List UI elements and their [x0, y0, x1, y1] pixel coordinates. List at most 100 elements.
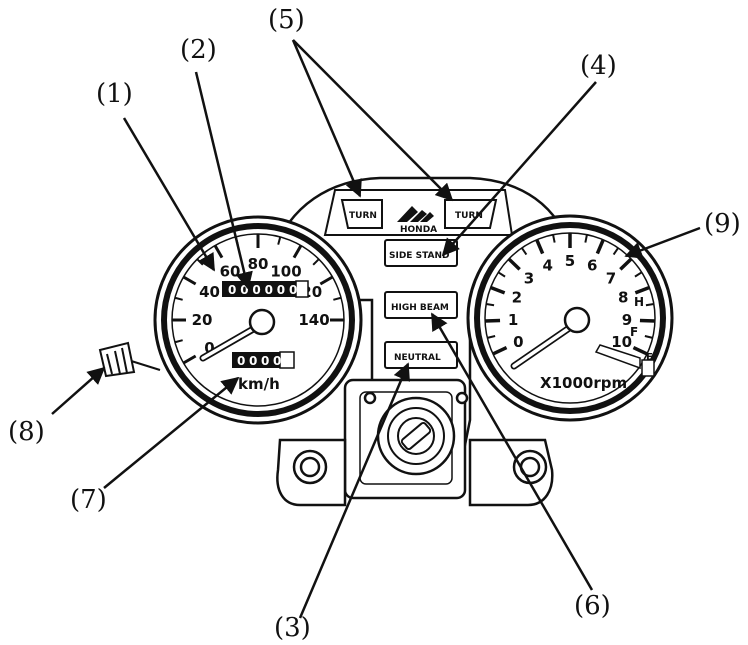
speedometer-number: 80 — [248, 255, 269, 273]
tachometer-tick — [639, 318, 656, 323]
brand-logo — [397, 206, 434, 222]
speedometer-unit: km/h — [238, 375, 280, 393]
tachometer-tick — [484, 318, 501, 323]
neutral-label: NEUTRAL — [394, 353, 441, 363]
leader-lines — [51, 39, 701, 619]
turn-left-label: TURN — [349, 211, 377, 221]
brand-label: HONDA — [400, 225, 437, 235]
tachometer-tick — [507, 257, 521, 271]
tachometer-number: 10 — [611, 333, 632, 351]
speedometer-needle — [199, 308, 276, 362]
tachometer-number: 1 — [508, 311, 518, 329]
tachometer-tick — [595, 239, 605, 255]
temp-gauge-letter-f: F — [630, 325, 638, 339]
tachometer-number: 0 — [513, 333, 523, 351]
speedometer-number: 20 — [192, 311, 213, 329]
speedometer-tick — [292, 244, 303, 259]
tachometer-tick — [521, 247, 528, 256]
speedometer-number: 140 — [298, 311, 329, 329]
trip-digit: 0 — [273, 354, 281, 368]
callout-8: (8) — [8, 417, 45, 447]
tachometer-unit: X1000rpm — [540, 374, 627, 392]
indicator-windows — [340, 199, 498, 369]
callout-9: (9) — [704, 209, 741, 239]
tachometer-tick — [492, 345, 508, 356]
leader-6 — [430, 312, 594, 591]
callout-5: (5) — [268, 5, 305, 35]
speedometer-number: 40 — [199, 283, 220, 301]
gauge-window — [641, 359, 655, 377]
turn-right-window — [444, 199, 498, 229]
leader-8 — [51, 366, 106, 415]
tachometer-tick — [634, 271, 643, 278]
odometer-digit: 0 — [265, 283, 273, 297]
tachometer-number: 9 — [622, 311, 632, 329]
leader-4 — [441, 81, 597, 257]
temp-gauge-letter-h: H — [634, 295, 644, 309]
tachometer-tick — [497, 271, 506, 278]
leader-2 — [194, 71, 253, 290]
leader-5a — [291, 39, 362, 198]
tachometer-tick — [634, 285, 650, 295]
tachometer-number: 8 — [618, 289, 628, 307]
callout-6: (6) — [574, 591, 611, 621]
leader-9 — [624, 226, 701, 259]
speedometer-tick — [174, 339, 183, 344]
odometer-digit: 0 — [228, 283, 236, 297]
odometer-digit: 0 — [277, 283, 285, 297]
speedometer-tick — [174, 296, 183, 301]
speedometer-number: 60 — [220, 263, 241, 281]
turn-right-label: TURN — [455, 211, 483, 221]
tachometer-tick — [486, 302, 495, 307]
callout-1: (1) — [96, 79, 133, 109]
odometer-digit: 0 — [240, 283, 248, 297]
mounting-tabs — [276, 391, 554, 507]
trip-reset-knob — [98, 341, 161, 378]
odometer-digit: 0 — [252, 283, 260, 297]
tachometer-tick — [632, 345, 648, 356]
tachometer-tick — [490, 285, 506, 295]
trip-digit: 0 — [237, 354, 245, 368]
leader-1 — [122, 117, 216, 272]
tachometer-tick — [612, 247, 619, 256]
temp-gauge-letter-e: E — [646, 352, 653, 363]
odometer-digit: 0 — [289, 283, 297, 297]
tachometer-number: 3 — [524, 269, 534, 287]
tachometer-number: 6 — [587, 257, 597, 275]
leader-5b — [292, 39, 454, 202]
callout-2: (2) — [180, 35, 217, 65]
turn-left-window — [340, 199, 383, 229]
callout-4: (4) — [580, 51, 617, 81]
leader-3 — [298, 362, 410, 619]
tachometer-tick — [535, 239, 545, 255]
speedometer-tick — [213, 244, 224, 259]
speedometer-tick — [312, 258, 320, 266]
callout-7: (7) — [70, 485, 107, 515]
tachometer-tick — [487, 335, 496, 339]
speedometer-tick — [333, 296, 342, 301]
speedometer-tick — [182, 275, 197, 286]
callout-3: (3) — [274, 613, 311, 640]
tachometer-tick — [619, 257, 633, 271]
side-stand-label: SIDE STAND — [389, 251, 449, 261]
tachometer-tick — [645, 302, 654, 307]
speedometer-tick — [182, 354, 197, 365]
leader-7 — [103, 376, 240, 489]
tachometer-number: 5 — [565, 252, 575, 270]
tachometer-number: 2 — [512, 289, 522, 307]
gauge-pointer — [594, 344, 641, 370]
tachometer-number: 7 — [606, 269, 616, 287]
tachometer-tick — [644, 335, 653, 339]
high-beam-label: HIGH BEAM — [391, 303, 449, 313]
speedometer-number: 100 — [270, 263, 301, 281]
tachometer-needle — [510, 306, 591, 370]
speedometer-tick — [277, 236, 282, 245]
high-beam-window — [384, 291, 458, 319]
trip-digit: 0 — [261, 354, 269, 368]
